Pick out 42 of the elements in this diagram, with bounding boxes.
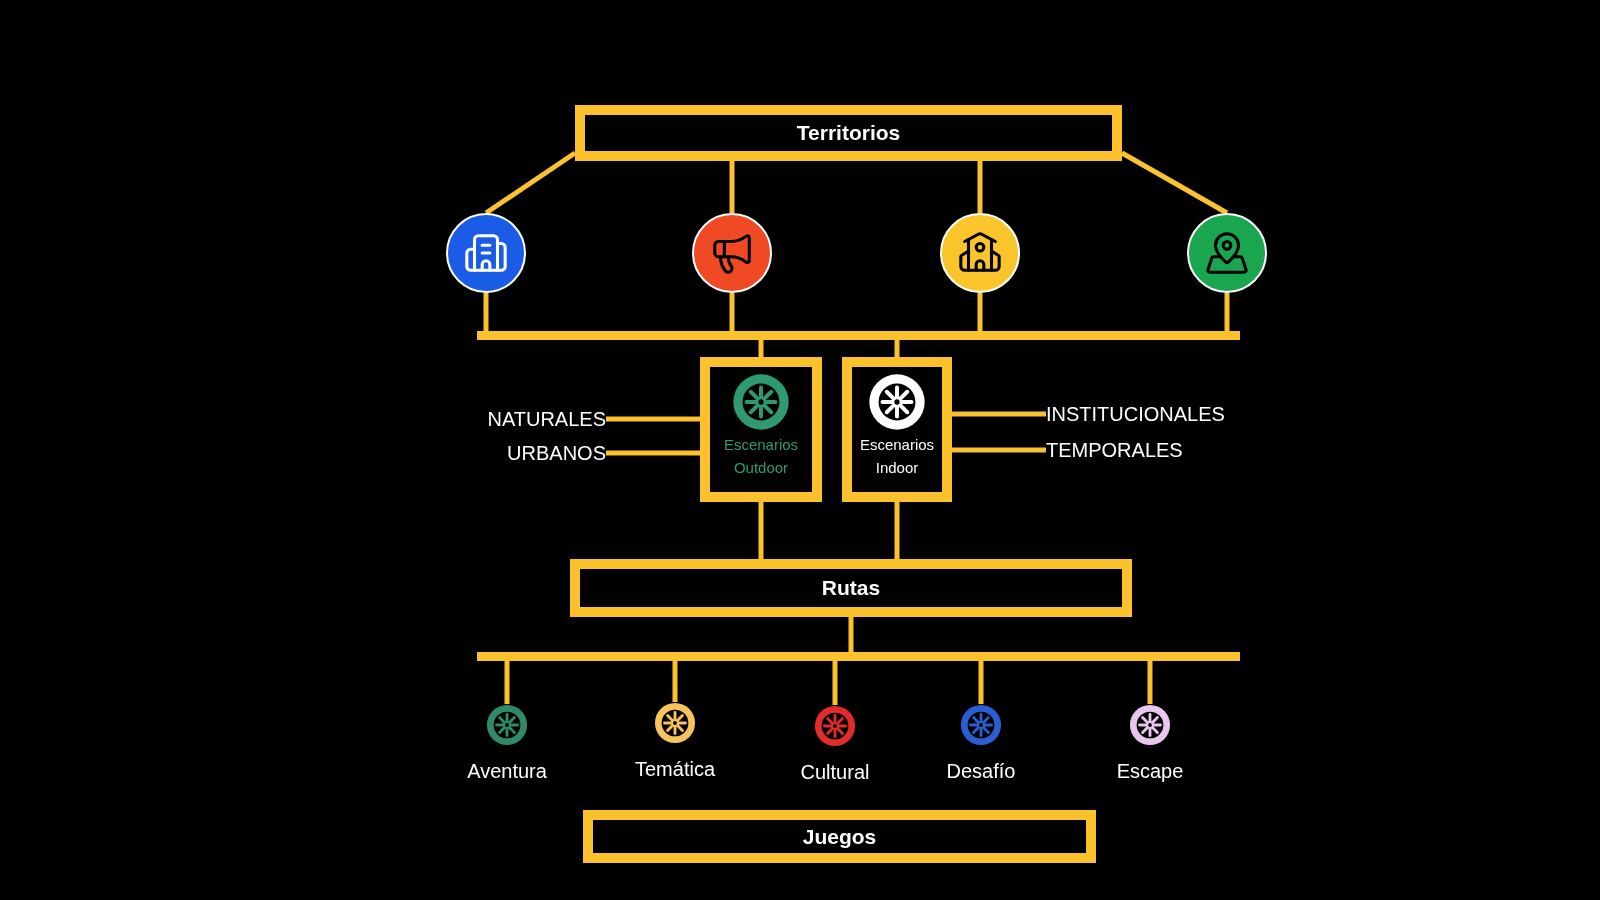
game-label: Desafío (946, 759, 1016, 784)
category-label: TEMPORALES (1046, 438, 1183, 463)
connector-line (729, 161, 735, 213)
box-title: Rutas (821, 575, 881, 602)
connector-line (894, 502, 900, 559)
connector-line (894, 340, 900, 357)
category-label: NATURALES (487, 407, 606, 432)
game-label: Aventura (467, 759, 547, 784)
connector-line (758, 502, 764, 559)
scenario-box (700, 357, 822, 502)
connector-line (672, 661, 678, 702)
connector-line (952, 411, 1046, 417)
title-box (583, 810, 1096, 863)
game-label: Cultural (800, 760, 870, 785)
bus-bar (477, 331, 1240, 340)
connector-line (484, 150, 577, 216)
category-label: INSTITUCIONALES (1046, 402, 1225, 427)
title-box (570, 559, 1132, 617)
connector-line (1147, 661, 1153, 704)
scenario-label: Escenarios Indoor (858, 435, 936, 478)
connector-line (729, 293, 735, 331)
connector-line (848, 617, 854, 652)
category-label: URBANOS (507, 441, 606, 466)
game-label: Temática (635, 757, 715, 782)
connector-line (977, 293, 983, 331)
box-title: Juegos (802, 823, 877, 850)
connector-line (978, 661, 984, 704)
connector-line (606, 416, 700, 422)
connector-line (832, 661, 838, 705)
connector-line (504, 661, 510, 704)
connector-line (606, 450, 700, 456)
connector-line (758, 340, 764, 357)
scenario-box (842, 357, 952, 502)
box-title: Territorios (796, 120, 901, 147)
connector-line (483, 293, 489, 331)
game-label: Escape (1116, 759, 1184, 784)
bus-bar (477, 652, 1240, 661)
connector-line (977, 161, 983, 213)
scenario-label: Escenarios Outdoor (722, 435, 800, 478)
connector-line (952, 447, 1046, 453)
connector-line (1224, 293, 1230, 331)
title-box (575, 105, 1122, 161)
